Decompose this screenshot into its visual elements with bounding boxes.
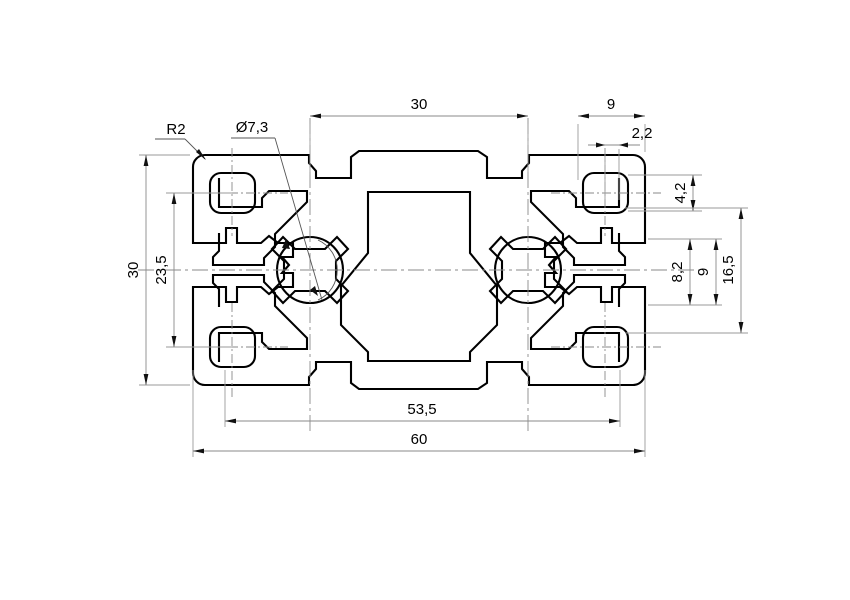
dimension-30-top: 30 — [309, 96, 529, 175]
dimension-42-right: 4,2 — [628, 174, 702, 212]
dim-label-9-top: 9 — [607, 96, 615, 113]
star-cross-right-contour — [488, 235, 568, 305]
note-bore-group: Ø7,3 — [231, 119, 338, 301]
dimension-30-left: 30 — [125, 154, 190, 386]
dim-label-535-bottom: 53,5 — [407, 401, 436, 418]
dimension-9-right: 9 — [695, 239, 719, 305]
leader-arrow-bore-bottom — [310, 286, 318, 296]
left-chamber-walls — [211, 178, 309, 362]
note-label-bore: Ø7,3 — [236, 119, 269, 136]
dim-label-9-right: 9 — [695, 268, 712, 276]
dim-label-30-top: 30 — [411, 96, 428, 113]
right-chamber-walls — [529, 178, 627, 362]
leader-line-bore-diagonal — [274, 137, 323, 301]
centre-chamber-outline — [336, 191, 502, 362]
profile-body — [191, 149, 647, 391]
star-cross-left — [270, 235, 350, 305]
arrow-22-right — [619, 142, 628, 148]
right-lower-web — [529, 273, 627, 362]
note-r2-group: R2 — [155, 121, 206, 160]
dim-label-30-left: 30 — [125, 262, 142, 279]
dimension-82-right: 8,2 — [648, 238, 722, 306]
dimension-165-right: 16,5 — [625, 207, 748, 334]
dim-label-42-right: 4,2 — [672, 183, 689, 204]
centre-chamber-contour — [336, 191, 502, 362]
right-upper-web — [529, 178, 627, 267]
bore-arc-indicator — [317, 239, 338, 301]
dim-label-60-bottom: 60 — [411, 431, 428, 448]
profile-outer-contour — [191, 149, 647, 391]
arrow-22-left — [596, 142, 605, 148]
left-lower-web — [211, 273, 309, 362]
dim-label-165-right: 16,5 — [720, 255, 737, 284]
dimension-60-bottom: 60 — [192, 370, 646, 457]
left-upper-pocket-contour — [212, 175, 306, 264]
dimension-9-top: 9 — [577, 96, 646, 180]
leader-arrow-r2 — [196, 149, 206, 160]
dim-label-22-top: 2,2 — [632, 125, 653, 142]
dimension-22-top: 2,2 — [588, 125, 652, 200]
left-upper-web — [211, 178, 309, 267]
dim-label-235-left: 23,5 — [153, 255, 170, 284]
leader-arrow-bore-top — [282, 239, 290, 249]
centre-opening-group — [339, 190, 499, 363]
star-cross-right — [488, 235, 568, 305]
star-cross-left-contour — [270, 235, 350, 305]
dimension-535-bottom: 53,5 — [224, 370, 621, 427]
dimension-235-left: 23,5 — [153, 192, 232, 348]
dim-label-82-right: 8,2 — [669, 262, 686, 283]
centre-opening — [339, 190, 499, 363]
note-label-r2: R2 — [166, 121, 185, 138]
